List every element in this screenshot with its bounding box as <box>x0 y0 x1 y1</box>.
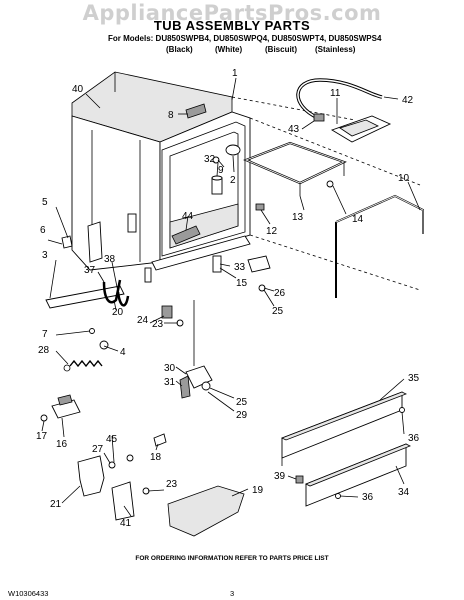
callout-17: 17 <box>36 431 48 442</box>
watermark: AppliancePartsPros.com <box>82 1 382 25</box>
callout-21: 21 <box>50 499 62 510</box>
ordering-info-footer: FOR ORDERING INFORMATION REFER TO PARTS … <box>135 555 329 562</box>
right-fasteners <box>212 180 334 292</box>
heating-element <box>243 141 347 196</box>
callout-44: 44 <box>182 211 194 222</box>
callout-39: 39 <box>274 471 286 482</box>
callout-33: 33 <box>234 262 246 273</box>
callout-29: 29 <box>236 410 248 421</box>
callout-18: 18 <box>150 452 162 463</box>
page-number: 3 <box>230 589 235 598</box>
callout-13: 13 <box>292 212 304 223</box>
callout-12: 12 <box>266 226 278 237</box>
callout-34: 34 <box>398 487 410 498</box>
callout-32: 32 <box>204 154 216 165</box>
callout-1: 1 <box>232 68 238 79</box>
callout-9: 9 <box>218 165 224 176</box>
callout-8: 8 <box>168 110 174 121</box>
callout-15: 15 <box>236 278 248 289</box>
callout-7: 7 <box>42 329 48 340</box>
callout-26: 26 <box>274 288 286 299</box>
color-label-stainless: (Stainless) <box>315 45 356 54</box>
callout-25b: 25 <box>236 397 248 408</box>
callout-24: 24 <box>137 315 149 326</box>
document-number: W10306433 <box>8 589 49 598</box>
callout-19: 19 <box>252 485 264 496</box>
callout-35: 35 <box>408 373 420 384</box>
callout-43: 43 <box>288 124 300 135</box>
callout-6: 6 <box>40 225 46 236</box>
callout-3: 3 <box>42 250 48 261</box>
callout-38: 38 <box>104 254 116 265</box>
callout-37: 37 <box>84 265 96 276</box>
callout-20: 20 <box>112 307 124 318</box>
callout-27: 27 <box>92 444 104 455</box>
callout-40: 40 <box>72 84 84 95</box>
callout-23b: 23 <box>166 479 178 490</box>
door-switch <box>40 394 81 422</box>
color-label-white: (White) <box>215 45 243 54</box>
insulation-blanket <box>231 96 424 298</box>
callout-labels: 1 2 3 4 5 6 7 8 9 10 11 12 13 14 15 16 1… <box>36 68 420 529</box>
color-label-black: (Black) <box>166 45 193 54</box>
toe-kick-panels <box>281 391 411 507</box>
heat-shield <box>167 485 245 537</box>
models-line: For Models: DU850SWPB4, DU850SWPQ4, DU85… <box>108 34 382 43</box>
inner-parts <box>127 144 241 283</box>
callout-31: 31 <box>164 377 176 388</box>
leader-lines <box>41 77 421 517</box>
callout-16: 16 <box>56 439 68 450</box>
callout-2: 2 <box>230 175 236 186</box>
callout-11: 11 <box>330 88 341 99</box>
callout-30: 30 <box>164 363 176 374</box>
callout-42: 42 <box>402 95 414 106</box>
mounting-brackets <box>77 433 167 521</box>
callout-5: 5 <box>42 197 48 208</box>
water-valve <box>179 300 213 399</box>
callout-25a: 25 <box>272 306 284 317</box>
callout-14: 14 <box>352 214 364 225</box>
callout-4: 4 <box>120 347 126 358</box>
callout-36a: 36 <box>408 433 420 444</box>
fill-hose-assembly <box>296 78 392 143</box>
page-title: TUB ASSEMBLY PARTS <box>153 18 311 33</box>
callout-45: 45 <box>106 434 118 445</box>
lower-left-parts <box>45 235 184 372</box>
callout-36b: 36 <box>362 492 374 503</box>
callout-23a: 23 <box>152 319 164 330</box>
callout-10: 10 <box>398 173 410 184</box>
callout-28: 28 <box>38 345 50 356</box>
callout-41: 41 <box>120 518 132 529</box>
color-label-biscuit: (Biscuit) <box>265 45 297 54</box>
